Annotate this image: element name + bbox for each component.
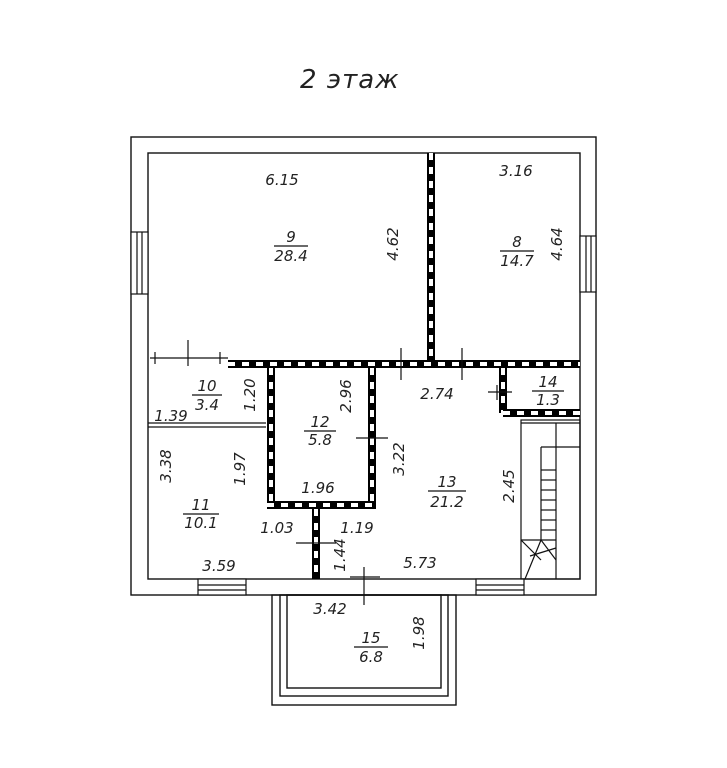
room-number: 8: [512, 233, 522, 251]
room-area: 14.7: [500, 252, 534, 270]
room-area: 10.1: [184, 514, 217, 532]
plan-title: 2 этаж: [300, 65, 400, 95]
dimension-label: 2.74: [420, 385, 453, 403]
dimension-label: 1.19: [340, 519, 373, 537]
room-area: 21.2: [430, 493, 463, 511]
room-12: 12 5.8: [304, 413, 336, 449]
dimension-label: 1.20: [241, 378, 259, 411]
door-ticks: [154, 340, 512, 605]
dimension-label: 4.64: [548, 227, 566, 260]
dimension-label: 2.96: [337, 379, 355, 412]
room-area: 5.8: [308, 431, 332, 449]
thin-wall-10-11: [148, 422, 266, 428]
dimension-label: 3.16: [499, 162, 532, 180]
dimension-label: 3.22: [390, 442, 408, 475]
dimension-label: 1.03: [260, 519, 293, 537]
room-14: 14 1.3: [532, 373, 564, 409]
room-11: 11 10.1: [183, 496, 219, 532]
window-right: [579, 235, 597, 293]
dimension-label: 1.39: [154, 407, 187, 425]
dimension-labels: 6.15 4.62 3.16 4.64 1.20 2.96 2.74 1.3 9 …: [154, 162, 566, 650]
room-9: 9 28.4: [274, 228, 308, 265]
room-area: 1.3: [536, 391, 560, 409]
window-bottom-left: [197, 578, 247, 596]
room-number: 9: [286, 228, 296, 246]
dimension-label: 3.59: [202, 557, 235, 575]
room-10: 10 3.4: [192, 377, 222, 414]
dimension-label: 4.62: [384, 227, 402, 260]
dimension-label: 3.42: [313, 600, 346, 618]
dimension-label: 2.45: [500, 469, 518, 502]
staircase: [520, 419, 581, 580]
room-area: 28.4: [274, 247, 307, 265]
room-13: 13 21.2: [428, 473, 466, 511]
dimension-label: 1.97: [231, 452, 249, 486]
dimension-label: 6.15: [265, 171, 298, 189]
room-15: 15 6.8: [354, 629, 388, 666]
dimension-label: 1.98: [410, 616, 428, 649]
room-number: 15: [361, 629, 380, 647]
dimension-label: 1.96: [301, 479, 334, 497]
window-bottom-right: [475, 578, 525, 596]
room-number: 10: [197, 377, 216, 395]
dimension-label: 5.73: [403, 554, 436, 572]
dimension-label: 3.38: [157, 449, 175, 482]
room-8: 8 14.7: [500, 233, 534, 270]
room-number: 11: [191, 496, 210, 514]
room-area: 3.4: [195, 396, 219, 414]
room-area: 6.8: [359, 648, 383, 666]
room-number: 13: [437, 473, 456, 491]
window-left: [130, 231, 149, 295]
partition-walls: [228, 153, 580, 579]
dimension-label: 1.44: [331, 538, 349, 571]
room-number: 12: [310, 413, 329, 431]
room-number: 14: [538, 373, 557, 391]
